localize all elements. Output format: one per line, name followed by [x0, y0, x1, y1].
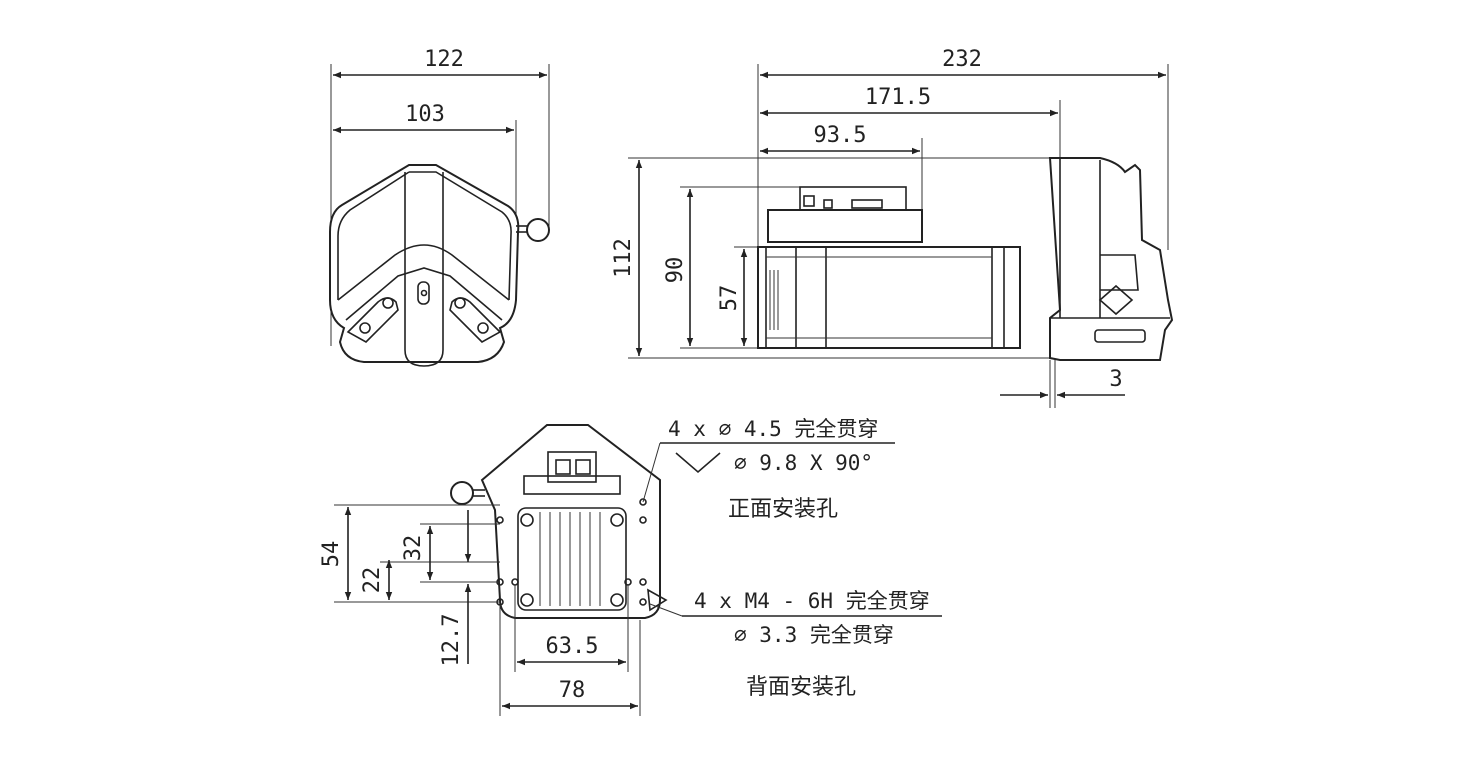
rear-body-outline: [480, 424, 661, 619]
dim-hole-span-32: 32: [401, 535, 426, 562]
driver-board: [767, 209, 923, 243]
front-view: 122 103: [329, 47, 550, 367]
front-holes-countersink: ∅ 9.8 X 90°: [734, 451, 873, 475]
back-holes-note: 4 x M4 - 6H 完全贯穿 ∅ 3.3 完全贯穿 背面安装孔: [647, 588, 942, 700]
dim-length-motor: 171.5: [865, 85, 931, 110]
dim-length-overall: 232: [942, 47, 982, 72]
heatsink: [517, 507, 627, 611]
dim-hole-span-horizontal: 63.5: [546, 634, 599, 659]
pump-head-outline: [329, 164, 520, 363]
pump-head-side: [1048, 157, 1174, 361]
dim-height-body: 90: [663, 257, 688, 284]
front-holes-label: 正面安装孔: [728, 497, 838, 522]
dim-width-rear: 78: [559, 678, 586, 703]
dim-width-overall: 122: [424, 47, 464, 72]
dim-height-motor: 57: [717, 285, 742, 312]
dim-hole-offset: 12.7: [439, 614, 464, 667]
side-view: 232 171.5 93.5 112 90 57: [611, 47, 1174, 408]
dim-hole-span-vertical: 54: [319, 541, 344, 568]
dim-hole-span-22: 22: [360, 567, 385, 594]
countersink-icon: [675, 452, 721, 474]
front-holes-spec: 4 x ∅ 4.5 完全贯穿: [668, 417, 878, 441]
motor-body: [757, 246, 1021, 349]
back-holes-tap-drill: ∅ 3.3 完全贯穿: [734, 623, 894, 647]
dim-width-body: 103: [405, 102, 445, 127]
back-holes-label: 背面安装孔: [746, 675, 856, 700]
dim-flange-thickness: 3: [1109, 367, 1122, 392]
dim-height-overall: 112: [611, 238, 636, 278]
back-holes-spec: 4 x M4 - 6H 完全贯穿: [694, 589, 930, 613]
front-holes-note: 4 x ∅ 4.5 完全贯穿 ∅ 9.8 X 90° 正面安装孔: [642, 417, 895, 522]
rear-knob-icon: [450, 481, 474, 505]
knob-icon: [526, 218, 550, 242]
dim-length-driver: 93.5: [814, 123, 867, 148]
rear-view: 54 32 22 12.7 63.5 78: [319, 424, 661, 716]
